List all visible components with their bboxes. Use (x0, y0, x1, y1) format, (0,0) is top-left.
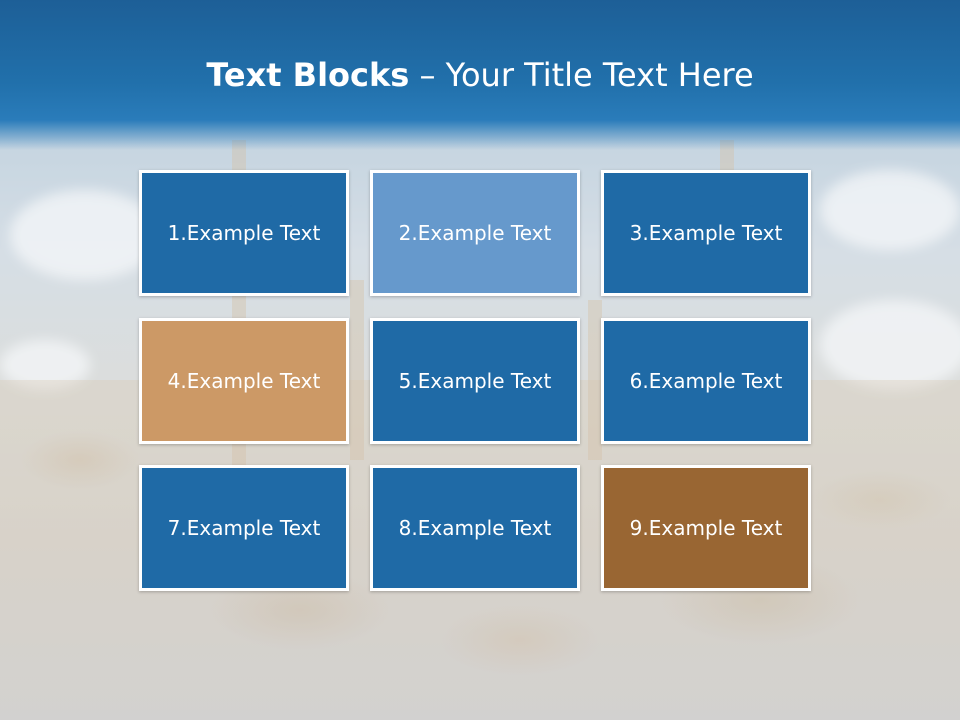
text-block-label: 5.Example Text (398, 369, 552, 393)
text-block-5[interactable]: 5.Example Text (370, 318, 580, 444)
title-band (0, 0, 960, 150)
cloud (820, 300, 960, 390)
text-block-6[interactable]: 6.Example Text (601, 318, 811, 444)
text-block-label: 7.Example Text (167, 516, 321, 540)
text-block-3[interactable]: 3.Example Text (601, 170, 811, 296)
text-block-label: 8.Example Text (398, 516, 552, 540)
ruin-column (588, 300, 602, 460)
text-block-1[interactable]: 1.Example Text (139, 170, 349, 296)
slide-title: Text Blocks – Your Title Text Here (0, 52, 960, 98)
text-block-7[interactable]: 7.Example Text (139, 465, 349, 591)
cloud (0, 340, 90, 390)
title-subtitle: – Your Title Text Here (419, 56, 754, 94)
text-block-label: 1.Example Text (167, 221, 321, 245)
text-block-8[interactable]: 8.Example Text (370, 465, 580, 591)
text-block-9[interactable]: 9.Example Text (601, 465, 811, 591)
text-block-label: 3.Example Text (629, 221, 783, 245)
cloud (820, 170, 960, 250)
text-block-label: 2.Example Text (398, 221, 552, 245)
text-block-2[interactable]: 2.Example Text (370, 170, 580, 296)
text-block-label: 9.Example Text (629, 516, 783, 540)
ruin-column (350, 280, 364, 460)
title-bold: Text Blocks (206, 56, 410, 94)
cloud (10, 190, 160, 280)
text-block-4[interactable]: 4.Example Text (139, 318, 349, 444)
text-block-label: 4.Example Text (167, 369, 321, 393)
text-block-label: 6.Example Text (629, 369, 783, 393)
